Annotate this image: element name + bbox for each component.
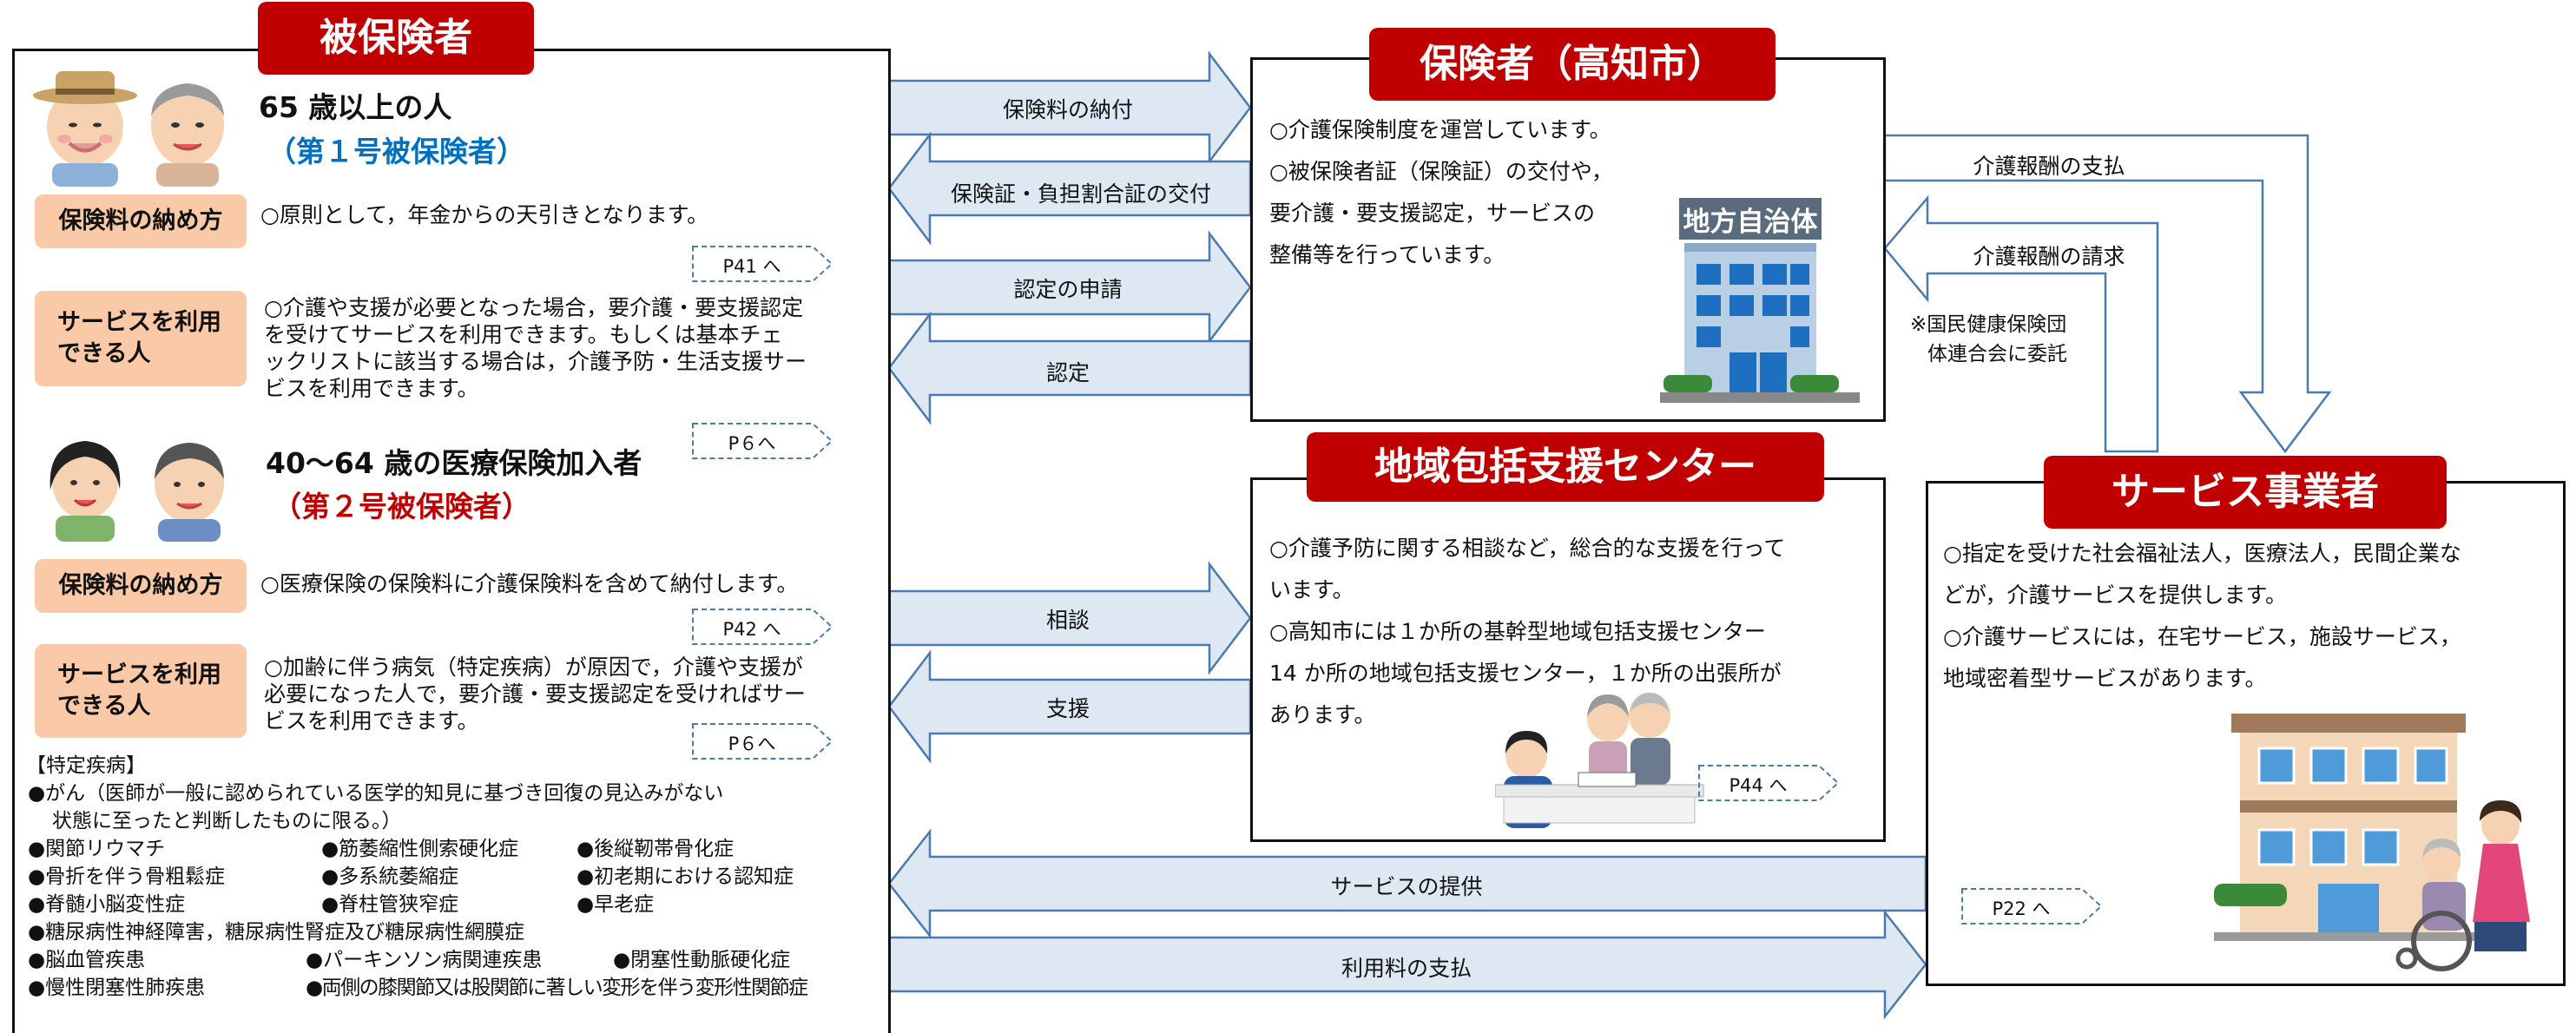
arrow-cert-application [887, 230, 1252, 345]
group1-category: （第１号被保険者） [267, 135, 525, 168]
group1-service-line: を受けてサービスを利用できます。もしくは基本チェ [264, 322, 783, 347]
insurer-title: 保険者（高知市） [1369, 28, 1776, 101]
consultation-scene-icon [1495, 693, 1704, 828]
group2-service-label-line1: サービスを利用 [57, 661, 221, 688]
disease-item: ●慢性閉塞性肺疾患 [28, 977, 206, 999]
ref-tag-icon [692, 723, 833, 760]
disease-item: ●両側の膝関節又は股関節に著しい変形を伴う変形性関節症 [306, 977, 808, 999]
disease-item: ●骨折を伴う骨粗鬆症 [28, 865, 226, 888]
center-line: あります。 [1269, 702, 1376, 727]
group2-premium-label: 保険料の納め方 [35, 559, 247, 613]
group1-service-label: サービスを利用 できる人 [35, 291, 247, 386]
disease-item: ●多系統萎縮症 [321, 865, 459, 888]
provider-ref[interactable]: P22 へ [1960, 887, 2104, 925]
disease-item: ●早老症 [576, 893, 655, 916]
insurer-line: ○被保険者証（保険証）の交付や， [1269, 159, 1613, 184]
group2-service-line: ○加齢に伴う病気（特定疾病）が原因で，介護や支援が [264, 655, 803, 680]
group2-premium-text: ○医療保険の保険料に介護保険料を含めて納付します。 [260, 571, 799, 596]
group1-service-label-line1: サービスを利用 [57, 308, 221, 336]
group2-service-label: サービスを利用 できる人 [35, 644, 247, 738]
disease-item: ●閉塞性動脈硬化症 [613, 949, 791, 971]
group1-service-line: ○介護や支援が必要となった場合，要介護・要支援認定 [264, 295, 804, 320]
arrow-premium-payment [887, 50, 1252, 165]
label-support: 支援 [1045, 696, 1090, 721]
group1-service-line: ックリストに該当する場合は，介護予防・生活支援サー [264, 349, 807, 374]
group1-service-label-line2: できる人 [57, 340, 151, 367]
ref-tag-icon [1961, 888, 2103, 924]
label-certification: 認定 [1045, 360, 1090, 385]
group2-service-ref[interactable]: P６へ [691, 722, 834, 760]
label-reward-claim: 介護報酬の請求 [1973, 244, 2125, 269]
label-reward-payment: 介護報酬の支払 [1973, 154, 2125, 179]
arrow-certification [887, 311, 1252, 425]
support-center-title: 地域包括支援センター [1307, 432, 1824, 502]
label-premium-payment: 保険料の納付 [1002, 97, 1133, 122]
group1-premium-label: 保険料の納め方 [35, 194, 247, 248]
group1-service-line: ビスを利用できます。 [264, 376, 479, 401]
disease-item: ●脊髄小脳変性症 [28, 893, 186, 916]
group1-premium-ref[interactable]: P41 へ [691, 245, 834, 283]
disease-item: 状態に至ったと判断したものに限る。） [52, 810, 402, 832]
center-line: ○介護予防に関する相談など，総合的な支援を行って [1269, 536, 1786, 561]
ref-tag-icon [692, 423, 833, 459]
group1-service-ref[interactable]: P６へ [691, 422, 834, 460]
arrow-consultation [887, 561, 1252, 675]
group1-premium-text: ○原則として，年金からの天引きとなります。 [260, 202, 709, 227]
note-delegation-line1: ※国民健康保険団 [1910, 313, 2067, 336]
arrow-reward-payment [1883, 134, 2332, 454]
disease-item: ●後縦靭帯骨化症 [576, 838, 735, 860]
ref-tag-icon [1698, 765, 1840, 801]
label-card-issue: 保険証・負担割合証の交付 [950, 181, 1211, 207]
center-line: ○高知市には１か所の基幹型地域包括支援センター [1269, 619, 1766, 644]
label-fee-payment: 利用料の支払 [1341, 956, 1472, 981]
elderly-couple-icon [33, 71, 224, 187]
arrow-fee-payment [887, 909, 1927, 1020]
insured-title: 被保険者 [258, 2, 534, 75]
group1-age: 65 歳以上の人 [259, 90, 452, 124]
provider-line: ○指定を受けた社会福祉法人，医療法人，民間企業な [1943, 541, 2461, 566]
middle-aged-couple-icon [49, 441, 224, 542]
disease-item: ●パーキンソン病関連疾患 [306, 949, 543, 971]
provider-line: ○介護サービスには，在宅サービス，施設サービス， [1943, 624, 2461, 649]
ref-tag-icon [692, 246, 833, 282]
disease-item: ●筋萎縮性側索硬化症 [321, 838, 519, 860]
label-cert-application: 認定の申請 [1013, 277, 1123, 302]
disease-item: ●脳血管疾患 [28, 949, 146, 971]
care-facility-icon [2214, 714, 2530, 971]
arrow-support [887, 649, 1252, 764]
disease-item: ●脊柱管狭窄症 [321, 893, 459, 916]
group2-service-label-line2: できる人 [57, 693, 151, 720]
municipal-sign: 地方自治体 [1683, 207, 1818, 238]
disease-item: ●糖尿病性神経障害，糖尿病性腎症及び糖尿病性網膜症 [28, 921, 525, 944]
insurer-line: 整備等を行っています。 [1269, 242, 1505, 267]
label-consultation: 相談 [1045, 608, 1090, 633]
arrow-service-provision [887, 828, 1927, 939]
center-ref[interactable]: P44 へ [1697, 764, 1841, 802]
ref-tag-icon [692, 609, 833, 645]
provider-line: 地域密着型サービスがあります。 [1943, 666, 2267, 691]
disease-item: ●初老期における認知症 [576, 865, 794, 888]
center-line: 14 か所の地域包括支援センター，１か所の出張所が [1269, 661, 1782, 686]
insurer-line: ○介護保険制度を運営しています。 [1269, 117, 1611, 142]
provider-line: どが，介護サービスを提供します。 [1943, 582, 2288, 608]
group2-age: 40～64 歳の医療保険加入者 [266, 446, 642, 480]
arrow-reward-claim [1883, 194, 2159, 453]
center-line: います。 [1269, 577, 1354, 602]
provider-title: サービス事業者 [2044, 456, 2447, 529]
label-service-provision: サービスの提供 [1330, 874, 1483, 899]
disease-item: ●関節リウマチ [28, 838, 166, 860]
municipal-building-icon [1660, 198, 1860, 403]
arrow-card-issue [887, 131, 1252, 246]
group2-category: （第２号被保険者） [273, 490, 530, 523]
insurer-line: 要介護・要支援認定，サービスの [1269, 201, 1596, 226]
disease-item: ●がん（医師が一般に認められている医学的知見に基づき回復の見込みがない [28, 782, 724, 805]
group2-service-line: 必要になった人で，要介護・要支援認定を受ければサー [264, 681, 807, 707]
group2-premium-ref[interactable]: P42 へ [691, 608, 834, 646]
support-center-panel [1250, 477, 1886, 842]
group2-service-line: ビスを利用できます。 [264, 708, 479, 734]
note-delegation-line2: 体連合会に委託 [1927, 343, 2067, 365]
diseases-heading: 【特定疾病】 [26, 754, 146, 777]
